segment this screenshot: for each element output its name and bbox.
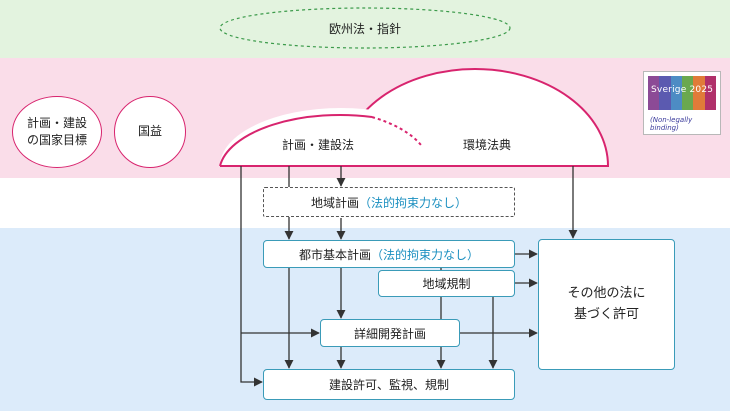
other-laws-line1: その他の法に bbox=[567, 285, 646, 301]
eu-level-band bbox=[0, 0, 730, 58]
logo-tagline: (Non-legally binding) bbox=[650, 116, 693, 132]
detailed-plan-box: 詳細開発計画 bbox=[320, 319, 460, 347]
regional-plan-note: （法的拘束力なし） bbox=[359, 195, 468, 210]
comprehensive-plan-box: 都市基本計画（法的拘束力なし） bbox=[263, 240, 515, 268]
comprehensive-plan-label: 都市基本計画 bbox=[298, 247, 371, 262]
eu-ellipse bbox=[219, 7, 511, 49]
permits-box: 建設許可、監視、規制 bbox=[263, 369, 515, 400]
national-goals-line2: の国家目標 bbox=[26, 133, 87, 147]
other-laws-line2: 基づく許可 bbox=[573, 306, 639, 322]
planning-building-act-arc bbox=[219, 113, 373, 167]
national-goals-circle: 計画・建設 の国家目標 bbox=[12, 96, 102, 168]
regional-plan-box: 地域計画（法的拘束力なし） bbox=[263, 187, 515, 217]
regional-plan-label: 地域計画 bbox=[310, 195, 359, 210]
national-goals-line1: 計画・建設 bbox=[26, 115, 87, 130]
environmental-code-label: 環境法典 bbox=[462, 138, 512, 152]
area-regulation-box: 地域規制 bbox=[378, 270, 515, 297]
comprehensive-plan-note: （法的拘束力なし） bbox=[371, 247, 480, 262]
sverige-2025-logo: Sverige 2025 (Non-legally binding) bbox=[643, 71, 721, 135]
national-interest-circle: 国益 bbox=[114, 96, 186, 168]
planning-building-act-label: 計画・建設法 bbox=[281, 138, 355, 152]
logo-wordmark: Sverige 2025 bbox=[651, 85, 714, 95]
other-laws-permits-box: その他の法に 基づく許可 bbox=[538, 239, 675, 370]
overlap-arc-dashed bbox=[371, 116, 422, 146]
eu-law-label: 欧州法・指針 bbox=[328, 22, 402, 36]
arrow-pbl-to-permits bbox=[240, 166, 263, 387]
